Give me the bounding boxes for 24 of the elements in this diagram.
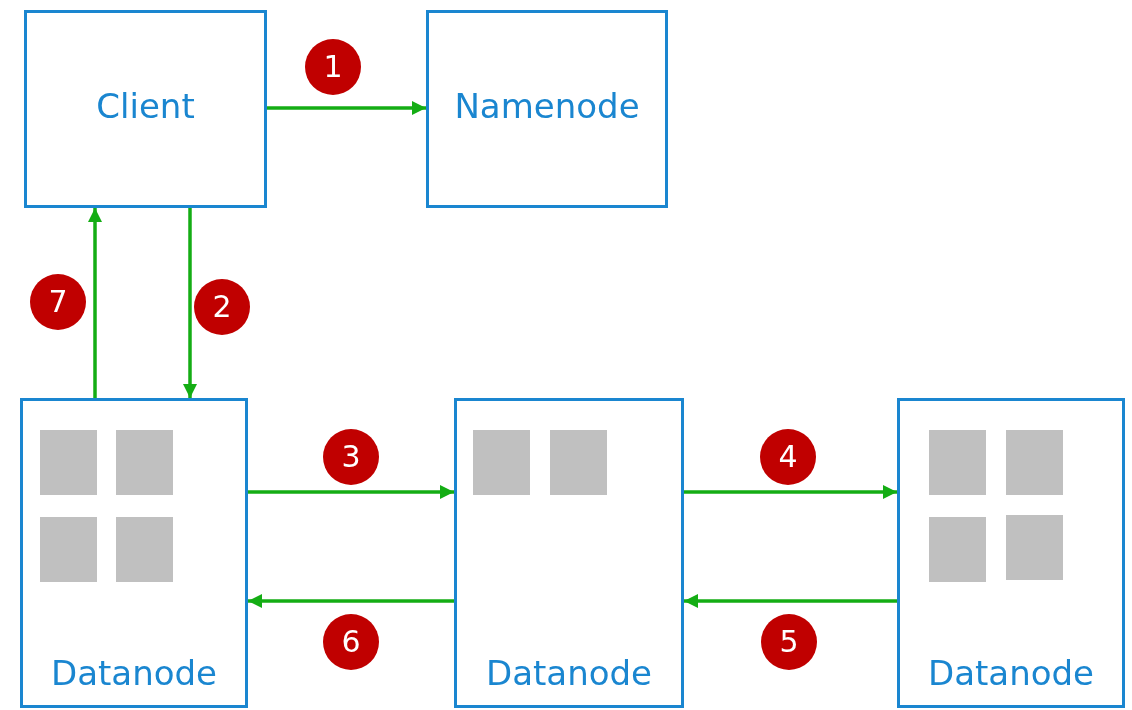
arrow <box>267 101 426 115</box>
process-box <box>20 398 248 708</box>
step-number: 6 <box>323 614 379 670</box>
step-number: 1 <box>305 39 361 95</box>
process-box <box>24 10 267 208</box>
process-box <box>426 10 668 208</box>
arrow <box>183 208 197 398</box>
arrow <box>248 485 454 499</box>
arrow <box>684 485 897 499</box>
step-number: 4 <box>760 429 816 485</box>
process-box <box>454 398 684 708</box>
process-box <box>897 398 1125 708</box>
arrow <box>684 594 897 608</box>
arrow <box>248 594 454 608</box>
arrow <box>88 208 102 398</box>
step-number: 7 <box>30 274 86 330</box>
step-number: 2 <box>194 279 250 335</box>
node-label: Namenode <box>453 86 641 126</box>
node-label: Datanode <box>926 653 1095 693</box>
node-label: Datanode <box>49 653 218 693</box>
step-number: 3 <box>323 429 379 485</box>
node-label: Client <box>95 86 196 126</box>
step-number: 5 <box>761 614 817 670</box>
node-label: Datanode <box>484 653 653 693</box>
